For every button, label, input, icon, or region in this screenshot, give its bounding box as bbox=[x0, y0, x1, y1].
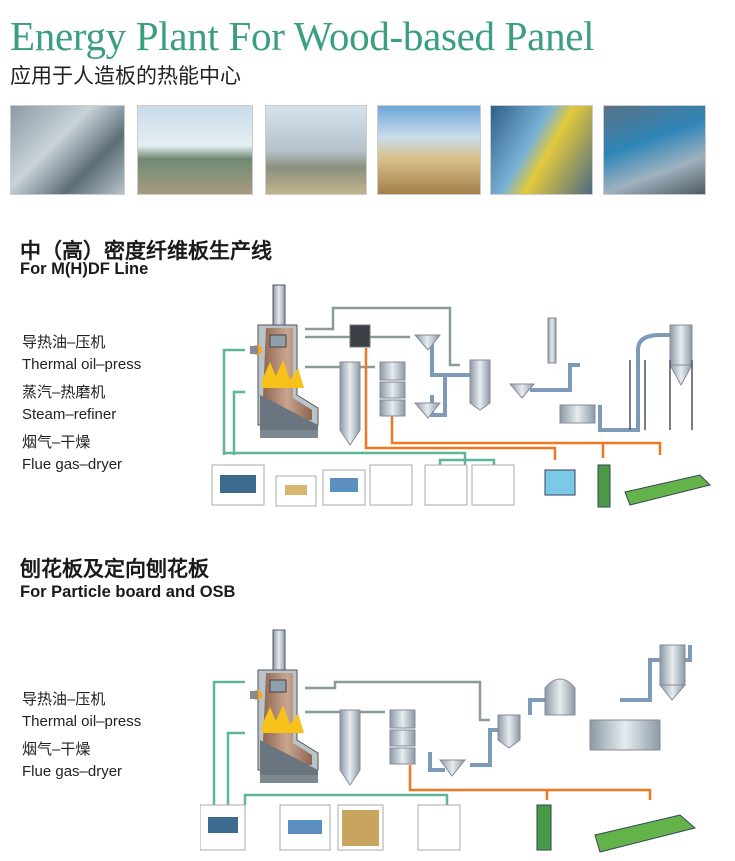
pb-section-title-en: For Particle board and OSB bbox=[20, 583, 236, 601]
pb-section-title-cn: 刨花板及定向刨花板 bbox=[20, 558, 209, 581]
mdf-section-title-en: For M(H)DF Line bbox=[20, 260, 149, 278]
boiler bbox=[250, 629, 319, 783]
plant-photo-6 bbox=[603, 105, 706, 195]
plant-photo-3 bbox=[265, 105, 367, 195]
plant-photo-4 bbox=[377, 105, 481, 195]
legend-label: 烟气–干燥 bbox=[22, 434, 91, 451]
cyclone bbox=[339, 361, 361, 446]
legend-label: Thermal oil–press bbox=[22, 356, 142, 373]
legend-label: 导热油–压机 bbox=[22, 691, 106, 708]
dryer-cyclone bbox=[669, 324, 693, 366]
separator bbox=[469, 359, 491, 411]
legend-label: Flue gas–dryer bbox=[22, 763, 123, 780]
mdf-section-title-cn: 中（高）密度纤维板生产线 bbox=[20, 240, 272, 263]
mdf-process-diagram bbox=[211, 284, 711, 508]
rotary-dryer bbox=[589, 719, 661, 751]
equipment-boxes bbox=[211, 464, 515, 507]
legend-label: Thermal oil–press bbox=[22, 713, 142, 730]
heat-exchanger bbox=[349, 324, 371, 348]
page-title: Energy Plant For Wood-based Panel bbox=[10, 13, 595, 59]
legend-label: 蒸汽–热磨机 bbox=[22, 384, 106, 401]
legend-label: 导热油–压机 bbox=[22, 334, 106, 351]
legend-label: 烟气–干燥 bbox=[22, 741, 91, 758]
page-subtitle: 应用于人造板的热能中心 bbox=[10, 64, 241, 88]
plant-photo-5 bbox=[490, 105, 593, 195]
plant-photo-1 bbox=[10, 105, 125, 195]
stack bbox=[547, 317, 557, 364]
legend-label: Flue gas–dryer bbox=[22, 456, 123, 473]
pb-process-diagram bbox=[200, 629, 697, 853]
plant-photo-2 bbox=[137, 105, 253, 195]
legend-label: Steam–refiner bbox=[22, 406, 117, 423]
economizer bbox=[379, 361, 406, 417]
boiler bbox=[250, 284, 319, 438]
